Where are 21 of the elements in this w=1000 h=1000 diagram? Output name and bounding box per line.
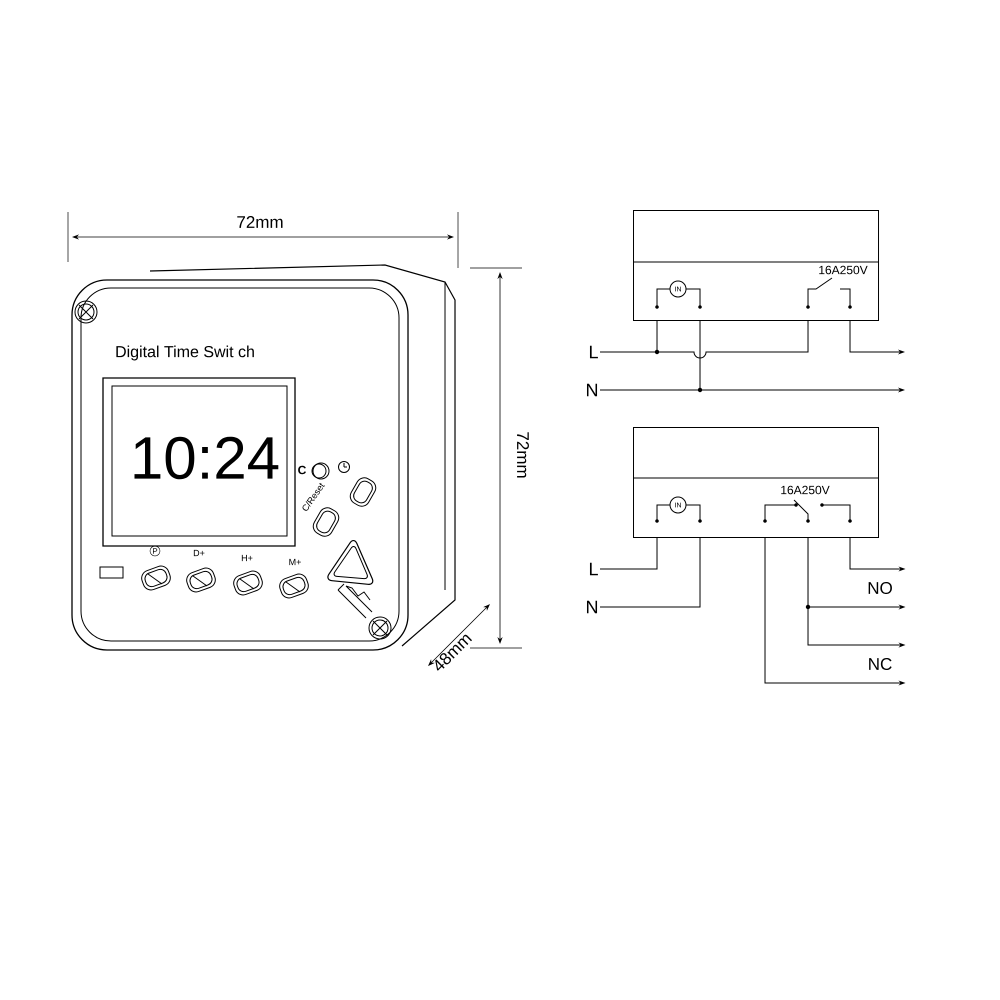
terminal-label: N <box>586 384 598 396</box>
button-label: C <box>298 466 306 474</box>
terminal-label: NO <box>868 582 892 594</box>
rating-label: 16A250V <box>819 266 868 274</box>
device-label: Digital Time Swit ch <box>116 346 254 360</box>
dimension-text: 72mm <box>517 432 529 478</box>
rating-label: 16A250V <box>781 486 830 494</box>
wire <box>600 538 701 608</box>
terminal-label: N <box>586 600 598 614</box>
clock-display-digits: 10:24 <box>134 436 278 480</box>
button-label: M+ <box>289 558 301 566</box>
wire <box>600 320 809 358</box>
button-label: H+ <box>242 554 252 562</box>
module-box <box>632 427 880 538</box>
module-box <box>632 210 880 321</box>
button-label: D+ <box>194 550 204 556</box>
terminal-label: NC <box>869 658 892 670</box>
terminal-label: L <box>590 562 598 576</box>
terminal-label: L <box>590 346 598 358</box>
dimension-text: 72mm <box>237 216 282 228</box>
wire <box>600 538 658 570</box>
